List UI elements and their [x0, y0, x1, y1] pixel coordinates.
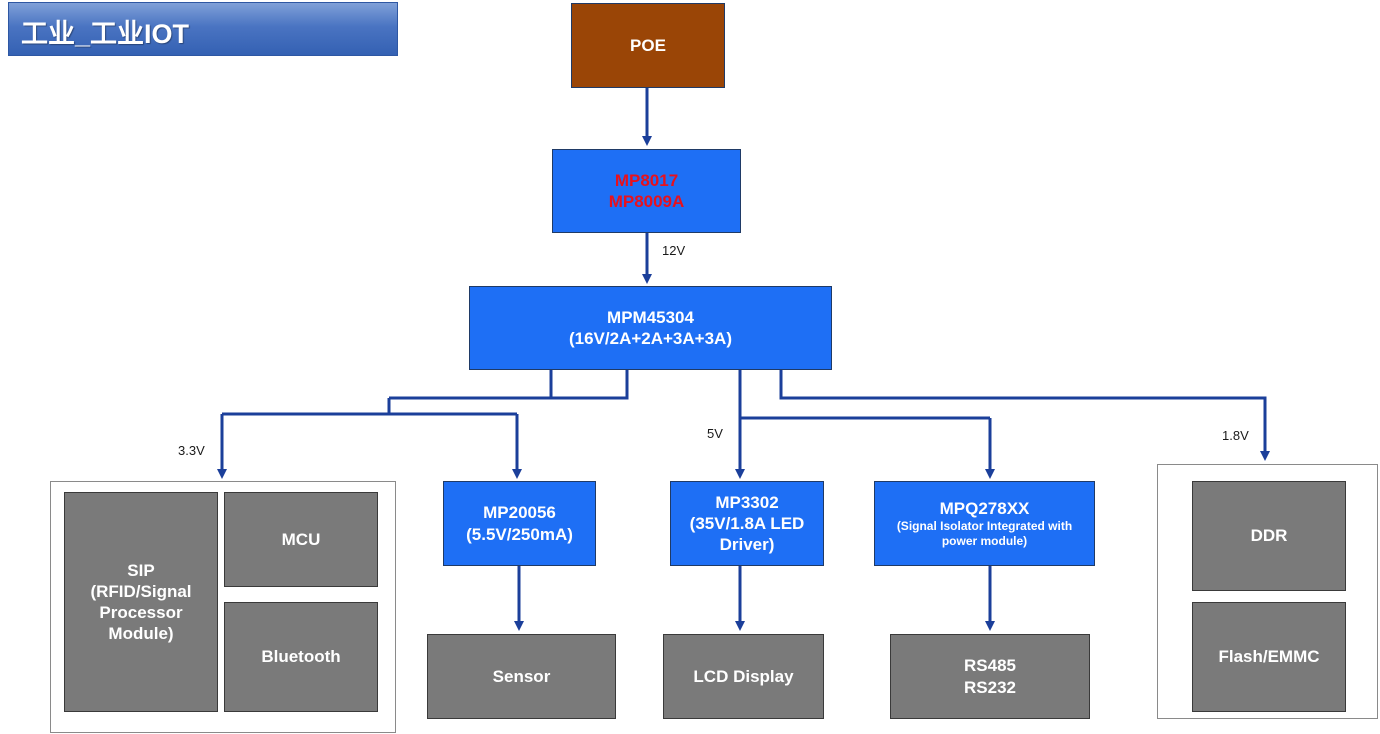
pmic-spec: (16V/2A+2A+3A+3A) — [568, 329, 732, 348]
poe-label: POE — [630, 35, 666, 55]
pmic-block: MPM45304 (16V/2A+2A+3A+3A) — [469, 286, 832, 370]
pmic-part: MPM45304 — [607, 307, 694, 327]
sensor-block: Sensor — [427, 634, 616, 719]
sensor-label: Sensor — [492, 666, 551, 686]
led-driver-block: MP3302 (35V/1.8A LED Driver) — [670, 481, 824, 566]
led-driver-part: MP3302 — [715, 492, 779, 512]
rail-1v8 — [779, 370, 1270, 461]
pd-controller-block: MP8017 MP8009A — [552, 149, 741, 233]
poe-block: POE — [571, 3, 725, 88]
flash-block: Flash/EMMC — [1192, 602, 1346, 712]
flash-label: Flash/EMMC — [1218, 647, 1320, 667]
led-driver-spec-1: (35V/1.8A LED — [689, 513, 805, 533]
lcd-label: LCD Display — [693, 666, 794, 686]
ldo-spec: (5.5V/250mA) — [466, 524, 573, 544]
isolator-desc-2: power module) — [941, 534, 1028, 549]
rail-label-3v3: 3.3V — [178, 443, 205, 458]
bluetooth-block: Bluetooth — [224, 602, 378, 712]
ldo-part: MP20056 — [483, 503, 556, 523]
mcu-block: MCU — [224, 492, 378, 587]
rs232-label: RS232 — [964, 677, 1016, 697]
page-title: 工业_工业IOT — [8, 2, 398, 56]
sip-label-1: SIP — [127, 560, 155, 580]
ddr-label: DDR — [1250, 526, 1288, 546]
sip-label-3: Processor — [99, 603, 183, 622]
rail-label-5v: 5V — [707, 426, 723, 441]
rail-label-12v: 12V — [662, 243, 686, 258]
isolator-desc-1: (Signal Isolator Integrated with — [896, 519, 1073, 534]
ddr-block: DDR — [1192, 481, 1346, 591]
isolator-block: MPQ278XX (Signal Isolator Integrated wit… — [874, 481, 1095, 566]
lcd-block: LCD Display — [663, 634, 824, 719]
bluetooth-label: Bluetooth — [261, 647, 341, 667]
ldo-block: MP20056 (5.5V/250mA) — [443, 481, 596, 566]
pd-part-2: MP8009A — [608, 192, 685, 211]
mcu-label: MCU — [281, 529, 321, 549]
serial-block: RS485 RS232 — [890, 634, 1090, 719]
rs485-label: RS485 — [964, 656, 1016, 676]
rail-label-1v8: 1.8V — [1222, 428, 1249, 443]
led-driver-spec-2: Driver) — [719, 535, 775, 555]
pd-part-1: MP8017 — [614, 170, 679, 190]
rail-3v3 — [549, 370, 629, 400]
isolator-part: MPQ278XX — [939, 498, 1030, 518]
sip-label-2: (RFID/Signal — [90, 581, 192, 601]
sip-label-4: Module) — [108, 624, 174, 644]
sip-block: SIP (RFID/Signal Processor Module) — [64, 492, 218, 712]
